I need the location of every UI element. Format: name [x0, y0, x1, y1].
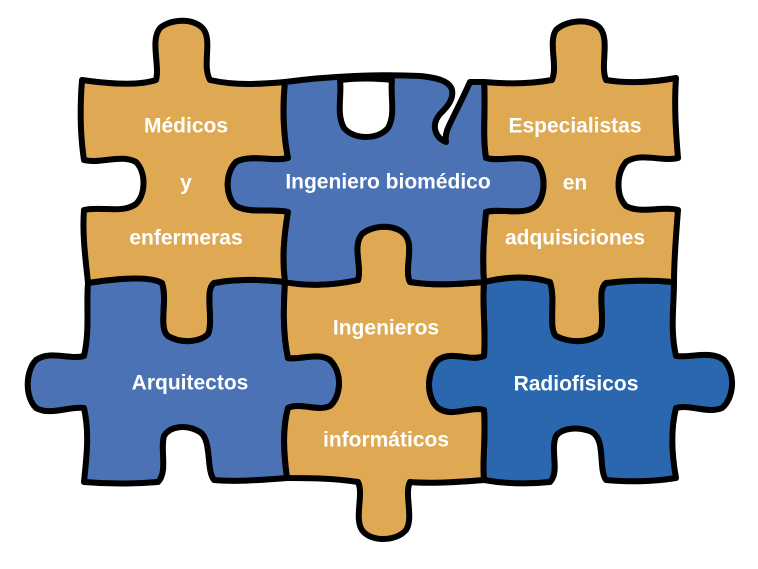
especialistas-line-3: adquisiciones — [504, 226, 646, 250]
informaticos-line-2: informáticos — [322, 428, 450, 452]
especialistas-line-2: en — [562, 171, 588, 195]
especialistas-line-1: Especialistas — [508, 114, 642, 138]
biomedico-label: Ingeniero biomédico — [285, 170, 491, 194]
medicos-line-3: enfermeras — [129, 226, 243, 250]
arquitectos-label: Arquitectos — [131, 371, 249, 395]
piece-ingeniero-biomedico — [224, 72, 547, 288]
informaticos-line-1: Ingenieros — [332, 316, 440, 340]
medicos-line-1: Médicos — [143, 114, 229, 138]
medicos-line-2: y — [180, 171, 192, 195]
radiofisicos-label: Radiofísicos — [513, 372, 639, 396]
